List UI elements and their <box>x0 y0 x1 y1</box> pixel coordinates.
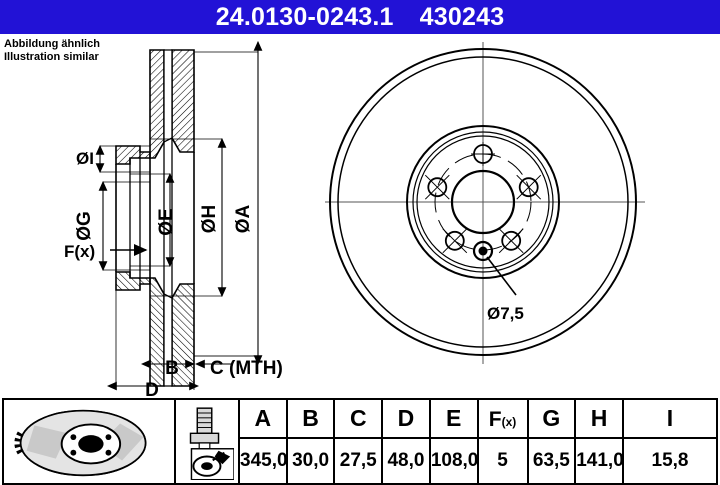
bolt-hole-2 <box>427 177 448 198</box>
table-header-c: C <box>333 398 384 439</box>
disc-hat-outer-circle <box>406 125 560 279</box>
table-header-row: A B C D E F(x) G H I <box>2 398 718 485</box>
table-header-e: E <box>428 398 479 439</box>
table-value-e: 108,0 <box>428 437 479 485</box>
note-line-german: Abbildung ähnlich <box>4 38 100 50</box>
brake-disc-icon <box>14 409 147 476</box>
table-cell-disc-icon <box>2 398 176 485</box>
dim-label-h: ØH <box>199 205 220 234</box>
locating-hole-fill <box>478 246 488 256</box>
table-value-d: 48,0 <box>381 437 431 485</box>
bolt-hole-3 <box>518 177 539 198</box>
bolt-hole-2-cross-b <box>424 174 450 200</box>
locating-hole-outline <box>472 240 494 262</box>
table-header-b: B <box>285 398 336 439</box>
table-value-b: 30,0 <box>285 437 336 485</box>
note-line-english: Illustration similar <box>4 51 99 63</box>
disc-hat-inner-circle <box>416 135 550 269</box>
part-number: 24.0130-0243.1 <box>215 2 394 31</box>
header-banner: 24.0130-0243.1 430243 <box>0 0 720 34</box>
table-header-g: G <box>526 398 577 439</box>
disc-outer-circle <box>329 48 637 356</box>
article-number: 430243 <box>419 2 505 31</box>
section-lower-outer-wall <box>149 277 165 387</box>
fx-header-sub: (x) <box>501 415 517 429</box>
cross-section-group: ØI ØG ØE ØH ØA F(x) <box>64 40 283 398</box>
bolt-hole-4-cross-b <box>442 228 468 254</box>
dim-label-c: C (MTH) <box>210 358 283 379</box>
illustration-similar-note: Abbildung ähnlich Illustration similar <box>4 38 100 64</box>
section-upper-inner-wall <box>171 49 195 153</box>
table-value-i: 15,8 <box>622 437 718 485</box>
bolt-hole-5-cross-b <box>498 228 524 254</box>
header-title: 24.0130-0243.1 430243 <box>216 3 505 32</box>
table-header-d: D <box>381 398 431 439</box>
table-value-fx: 5 <box>476 437 529 485</box>
bolt-hole-3-cross-b <box>516 174 542 200</box>
annotation-diameter-75: Ø7,5 <box>487 304 524 323</box>
dim-label-d: D <box>145 380 159 398</box>
bolt-hole-4 <box>444 230 465 251</box>
dim-label-fx: F(x) <box>64 242 95 261</box>
table-cell-bolt-icon <box>174 398 240 485</box>
fx-header-main: F <box>488 408 502 431</box>
front-view-group: Ø7,5 <box>325 42 645 364</box>
table-value-h: 141,0 <box>574 437 624 485</box>
dim-label-a: ØA <box>233 204 254 233</box>
table-header-i: I <box>622 398 718 439</box>
disc-hat-mid-circle <box>412 131 554 273</box>
specification-table: A B C D E F(x) G H I 345,0 30,0 27,5 48,… <box>2 398 718 485</box>
section-hat-lower <box>115 271 151 291</box>
dim-label-e: ØE <box>156 208 177 235</box>
disc-center-bore <box>450 169 516 235</box>
dim-label-b: B <box>165 358 179 379</box>
table-header-fx: F(x) <box>476 398 529 439</box>
dim-label-i: ØI <box>76 149 94 168</box>
technical-drawing-canvas: ØI ØG ØE ØH ØA F(x) <box>64 40 645 398</box>
table-value-a: 345,0 <box>238 437 288 485</box>
dim-label-g: ØG <box>74 211 95 241</box>
table-header-a: A <box>238 398 288 439</box>
bolt-hole-group <box>424 142 542 254</box>
section-upper-outer-wall <box>149 49 165 159</box>
table-value-g: 63,5 <box>526 437 577 485</box>
table-header-h: H <box>574 398 624 439</box>
bolt-caliper-icon <box>189 406 234 480</box>
bolt-hole-5 <box>501 230 522 251</box>
leader-line-diameter-75 <box>486 256 517 296</box>
section-hat-upper <box>115 145 151 165</box>
disc-friction-edge-circle <box>337 56 629 348</box>
section-upper-vent-gap <box>163 49 173 144</box>
table-value-c: 27,5 <box>333 437 384 485</box>
